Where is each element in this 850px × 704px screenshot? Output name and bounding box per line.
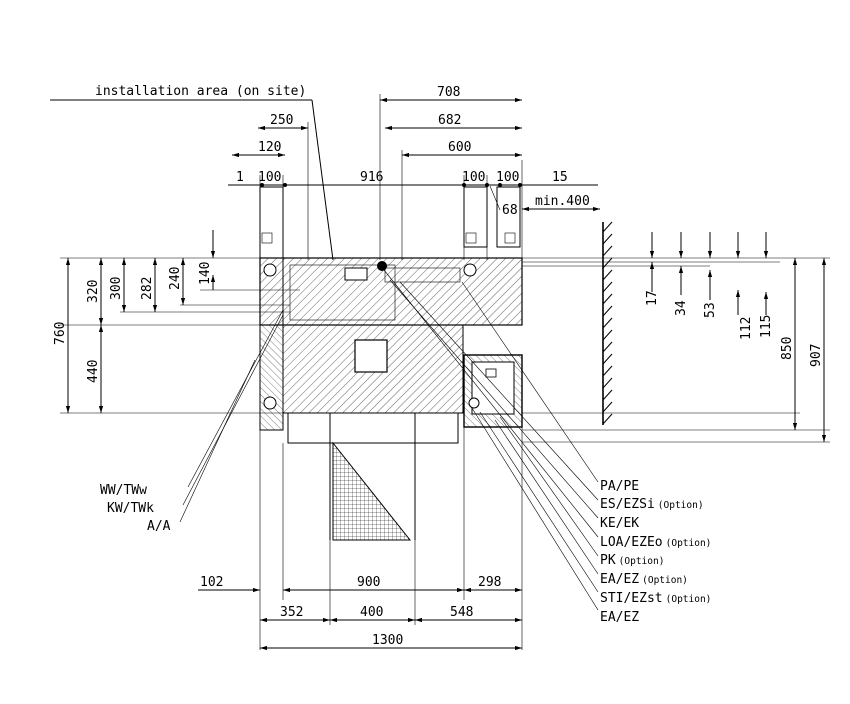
dim-53: 53 [703,302,718,318]
label-kw-twk: KW/TWk [107,501,154,516]
dim-17: 17 [645,290,660,306]
bottom-dimensions: 102 900 298 352 400 548 1300 [198,540,522,651]
dim-250: 250 [270,113,293,128]
dim-115: 115 [759,315,774,338]
dim-400: 400 [360,605,383,620]
installation-area-callout: installation area (on site) [50,84,334,261]
drain-point [377,261,387,271]
installation-area-label: installation area (on site) [95,84,306,99]
label-ke-ek: KE/EK [600,516,639,531]
dim-1300: 1300 [372,633,403,648]
dim-140: 140 [198,262,213,285]
right-label-list: PA/PE ES/EZSi(Option) KE/EK LOA/EZEo(Opt… [600,479,711,625]
top-dimensions: 708 682 250 600 120 1 100 916 100 100 15… [228,85,600,260]
dim-240: 240 [168,267,183,290]
dim-112: 112 [739,317,754,340]
label-es-ezsi: ES/EZSi(Option) [600,497,704,512]
label-pk: PK(Option) [600,553,664,568]
label-pa-pe: PA/PE [600,479,639,494]
dim-600: 600 [448,140,471,155]
dim-100-left: 100 [258,170,281,185]
left-leaders: WW/TWw KW/TWk A/A [100,309,284,534]
dim-100-right: 100 [496,170,519,185]
dim-440: 440 [86,360,101,383]
dim-102: 102 [200,575,223,590]
label-a-a: A/A [147,519,171,534]
label-ea-ez: EA/EZ [600,610,639,625]
dim-1: 1 [236,170,244,185]
right-dimensions: 17 34 53 112 115 850 907 [522,232,830,443]
label-loa-ezeo: LOA/EZEo(Option) [600,535,711,550]
dim-708: 708 [437,85,460,100]
dim-900: 900 [357,575,380,590]
dim-68: 68 [502,203,518,218]
dim-682: 682 [438,113,461,128]
dim-15: 15 [552,170,568,185]
dim-120: 120 [258,140,281,155]
dim-916: 916 [360,170,383,185]
dim-34: 34 [674,300,689,316]
dim-282: 282 [140,277,155,300]
label-ea-ez-option: EA/EZ(Option) [600,572,688,587]
dim-100-mid: 100 [462,170,485,185]
dim-300: 300 [109,277,124,300]
dim-907: 907 [809,344,824,367]
left-dimensions: 760 320 440 300 282 240 140 [53,230,216,413]
machine-plan [60,186,830,650]
dim-352: 352 [280,605,303,620]
right-leaders: PA/PE ES/EZSi(Option) KE/EK LOA/EZEo(Opt… [383,269,711,625]
dim-760: 760 [53,322,68,345]
center-square [354,339,388,373]
dim-298: 298 [478,575,501,590]
grid-area [332,441,412,541]
label-sti-ezst: STI/EZst(Option) [600,591,711,606]
label-ww-tww: WW/TWw [100,483,147,498]
dim-min400: min.400 [535,194,590,209]
dim-548: 548 [450,605,473,620]
dim-320: 320 [86,280,101,303]
dim-850: 850 [780,337,795,360]
wall [602,221,613,425]
